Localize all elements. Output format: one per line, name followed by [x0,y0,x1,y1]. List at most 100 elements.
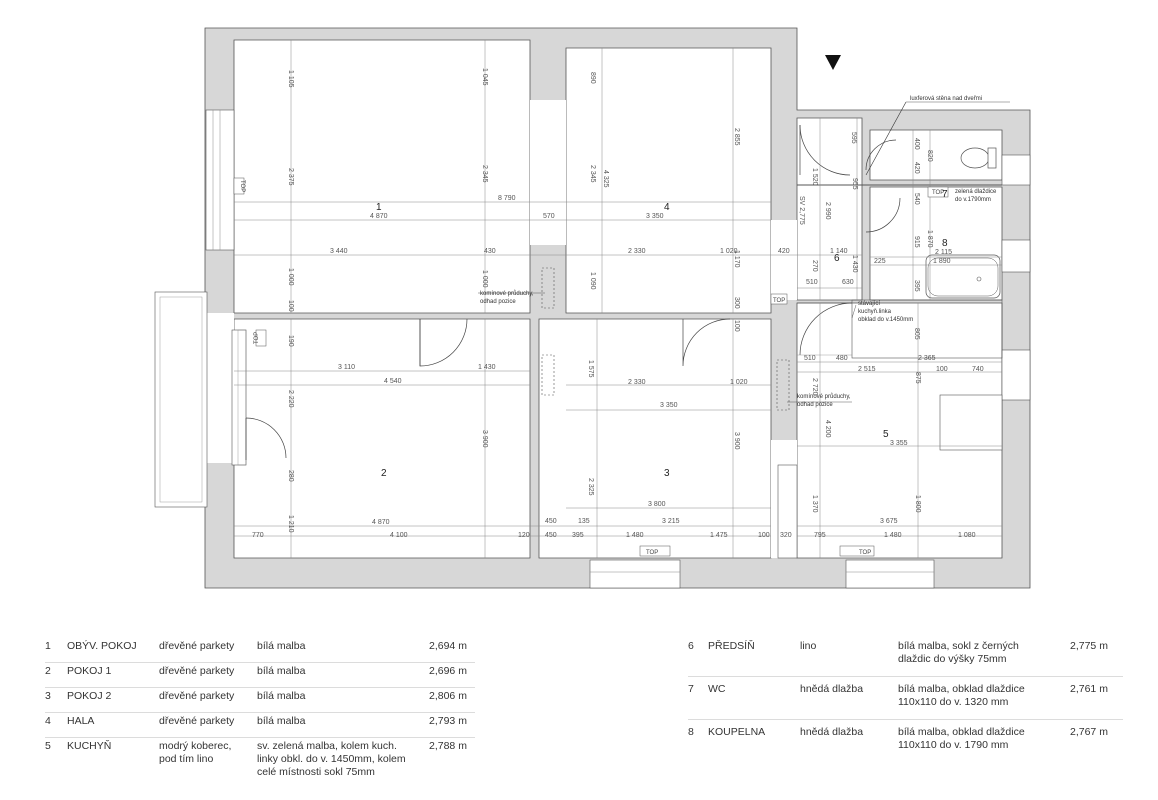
room-number: 3 [664,468,670,479]
legend-num: 5 [45,740,51,752]
legend-row: 3 POKOJ 2 dřevěné parkety bílá malba 2,8… [45,690,475,713]
legend-height: 2,793 m [429,715,467,727]
dim-text: 400 [913,138,920,150]
legend-walls: sv. zelená malba, kolem kuch. linky obkl… [257,740,406,778]
dim-text: 1 575 [587,360,594,378]
legend-room-name: KUCHYŇ [67,740,112,752]
dim-text: SV 2,775 [798,196,805,225]
dim-text: 420 [913,162,920,174]
dim-text: 3 215 [662,518,680,525]
legend-walls: bílá malba [257,715,306,727]
dim-text: 450 [545,518,557,525]
legend-walls: bílá malba [257,690,306,702]
legend-room-name: KOUPELNA [708,726,766,738]
dim-text: 270 [811,260,818,272]
dim-text: 2 330 [628,379,646,386]
legend-row: 4 HALA dřevěné parkety bílá malba 2,793 … [45,715,475,738]
legend-row: 2 POKOJ 1 dřevěné parkety bílá malba 2,6… [45,665,475,688]
legend-height: 2,767 m [1070,726,1108,738]
legend-row: 6 PŘEDSÍŇ lino bílá malba, sokl z černýc… [688,640,1123,677]
dim-text: 1 080 [958,532,976,539]
kitchen-note: kuchyň.linka [858,309,892,315]
legend-num: 7 [688,683,694,695]
chimney-note: odhad pozice [480,299,516,305]
dim-text: 4 200 [824,420,831,438]
legend-room-name: POKOJ 1 [67,665,112,677]
top-label: TOP [254,332,260,344]
dim-text: 1 520 [811,168,818,186]
dim-text: 540 [913,193,920,205]
dim-text: 1 210 [287,515,294,533]
kitchen-note: stávající [858,301,880,307]
legend-num: 8 [688,726,694,738]
legend-num: 1 [45,640,51,652]
legend-room-name: PŘEDSÍŇ [708,640,755,652]
dim-text: 3 675 [880,518,898,525]
room-number: 5 [883,429,889,440]
legend-height: 2,694 m [429,640,467,652]
dim-text: 395 [572,532,584,539]
dim-text: 2 345 [589,165,596,183]
legend-floor: dřevěné parkety [159,665,235,677]
dim-text: 4 870 [372,519,390,526]
top-label: TOP [932,190,944,196]
dim-text: 395 [913,280,920,292]
dim-text: 1 020 [720,248,738,255]
dimension-texts: 8 790 4 870 570 3 350 3 440 430 2 330 1 … [252,68,984,539]
dim-text: 100 [758,532,770,539]
legend-num: 4 [45,715,51,727]
walls [154,27,1031,589]
dim-text: 4 325 [602,170,609,188]
kitchen-note: obklad do v.1450mm [858,317,913,323]
dim-text: 450 [545,532,557,539]
legend-right: 6 PŘEDSÍŇ lino bílá malba, sokl z černýc… [688,640,1123,760]
legend-floor: dřevěné parkety [159,690,235,702]
legend-walls: bílá malba [257,640,306,652]
dim-text: 100 [287,300,294,312]
room-number: 6 [834,253,840,264]
dim-text: 570 [543,213,555,220]
legend-floor: modrý koberec, pod tím lino [159,740,232,765]
legend-floor: dřevěné parkety [159,640,235,652]
dim-text: 300 [733,297,740,309]
dim-text: 3 350 [646,213,664,220]
dim-text: 1 105 [287,70,294,88]
annotations: luxferová stěna nad dveřmi komínové průd… [478,96,1010,408]
dim-text: 120 [518,532,530,539]
legend-height: 2,806 m [429,690,467,702]
luxfer-note: luxferová stěna nad dveřmi [910,96,982,102]
legend-walls: bílá malba, obklad dlaždice 110x110 do v… [898,726,1025,751]
legend-room-name: WC [708,683,726,695]
dim-text: 1 890 [933,258,951,265]
dim-text: 4 100 [390,532,408,539]
legend-row: 1 OBÝV. POKOJ dřevěné parkety bílá malba… [45,640,475,663]
top-label: TOP [646,550,658,556]
legend-height: 2,788 m [429,740,467,752]
legend-num: 3 [45,690,51,702]
dim-text: 3 800 [648,501,666,508]
legend-row: 7 WC hnědá dlažba bílá malba, obklad dla… [688,683,1123,720]
dim-text: 3 110 [338,364,355,371]
floor-plan: 8 790 4 870 570 3 350 3 440 430 2 330 1 … [154,27,1031,589]
dim-text: 630 [842,279,854,286]
dim-text: 3 350 [660,402,678,409]
doors [245,124,901,460]
dim-text: 510 [804,355,816,362]
legend-floor: hnědá dlažba [800,726,864,738]
dim-text: 1 475 [710,532,728,539]
dim-text: 100 [733,320,740,332]
dim-text: 420 [778,248,790,255]
dim-text: 1 170 [733,250,740,268]
room-number: 8 [942,238,948,249]
legend-walls: bílá malba, obklad dlaždice 110x110 do v… [898,683,1025,708]
legend-row: 8 KOUPELNA hnědá dlažba bílá malba, obkl… [688,726,1123,756]
dim-text: 480 [836,355,848,362]
dim-text: 280 [287,470,294,482]
chimney-note: komínové průduchy, [797,393,851,400]
dim-text: 1 000 [287,268,294,286]
room-numbers: 1 2 3 4 5 6 7 8 [376,189,948,479]
dim-text: 3 900 [733,432,740,450]
dim-text: 135 [578,518,590,525]
dim-text: 3 900 [481,430,488,448]
dim-text: 2 515 [858,366,876,373]
